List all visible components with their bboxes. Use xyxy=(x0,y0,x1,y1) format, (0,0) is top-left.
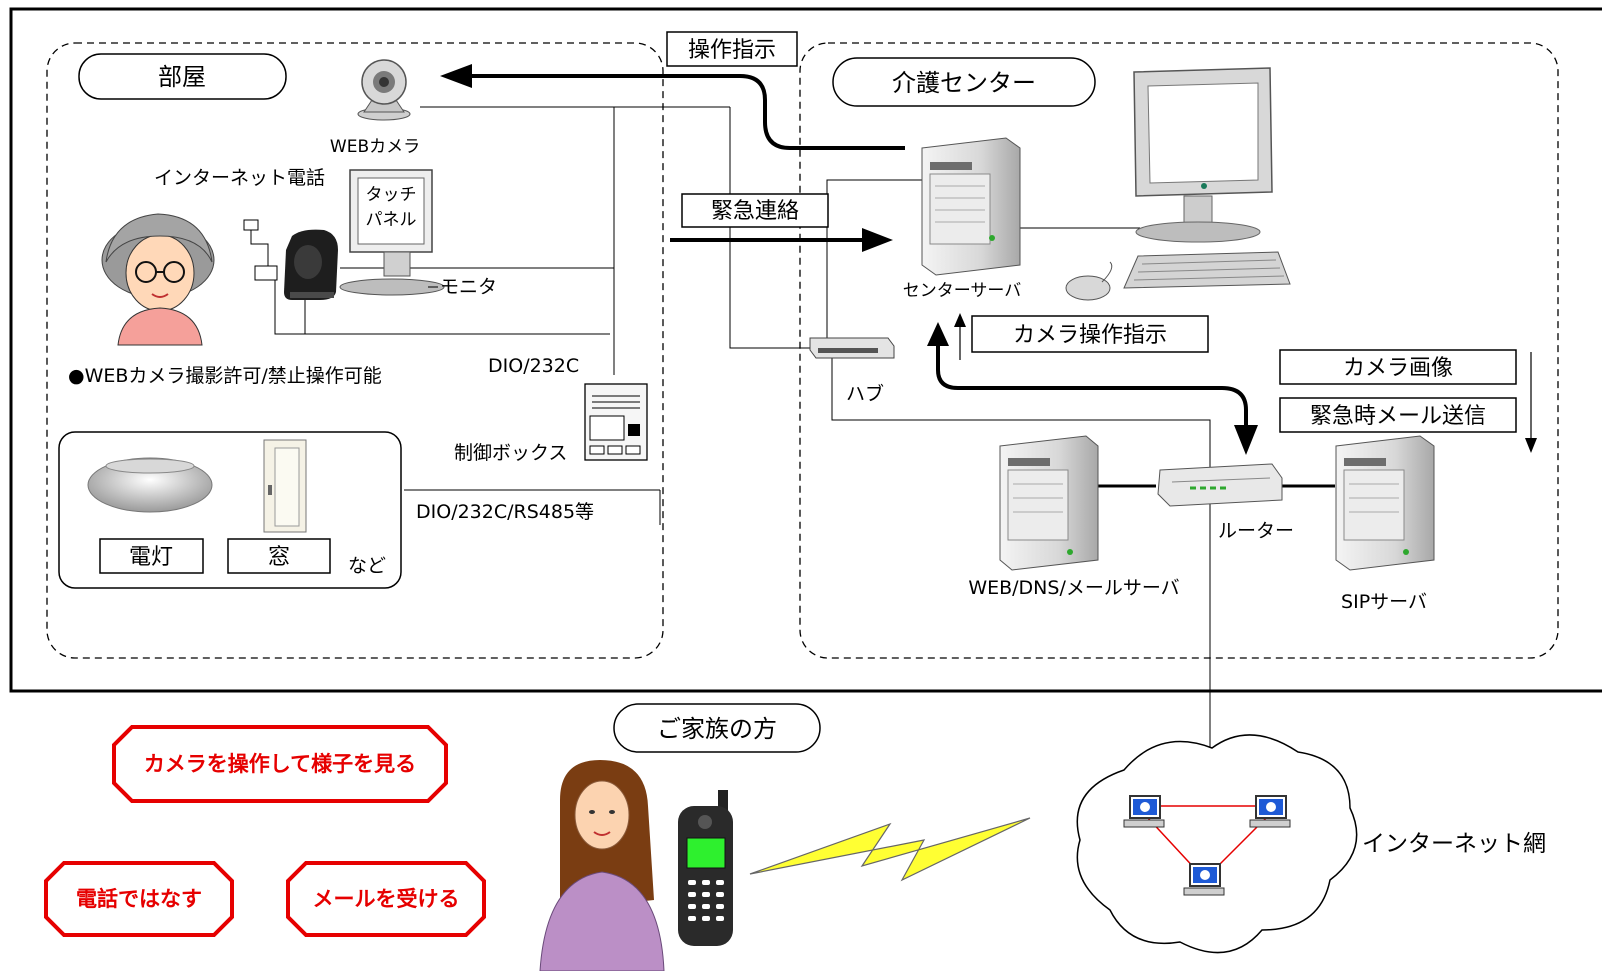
dio-232c-label: DIO/232C xyxy=(488,355,579,377)
view-camera-callout: カメラを操作して様子を見る xyxy=(112,725,448,803)
elderly-person-icon xyxy=(101,213,215,346)
family-person-icon xyxy=(539,760,665,971)
camera-operation-label: カメラ操作指示 xyxy=(1013,323,1167,348)
ceiling-light-icon xyxy=(87,457,213,513)
web-dns-mail-server-icon xyxy=(999,435,1099,571)
operation-instruction-box: 操作指示 xyxy=(666,31,798,67)
dio-bus-label: DIO/232C/RS485等 xyxy=(416,501,594,523)
router-icon xyxy=(1157,463,1283,507)
camera-image-label: カメラ画像 xyxy=(1343,356,1453,381)
emergency-contact-label: 緊急連絡 xyxy=(711,199,799,224)
control-box-icon xyxy=(584,383,648,461)
wireless-signal-icon xyxy=(749,817,1031,882)
network-pc-icon-3 xyxy=(1183,863,1225,896)
view-camera-text: カメラを操作して様子を見る xyxy=(144,752,416,776)
sip-server-icon xyxy=(1335,435,1435,571)
center-server-label: センターサーバ xyxy=(903,281,1022,301)
touch-panel-label-2: パネル xyxy=(366,210,417,230)
family-title-pill: ご家族の方 xyxy=(613,703,821,753)
operation-instruction-label: 操作指示 xyxy=(688,38,776,63)
room-area xyxy=(46,42,664,659)
room-title: 部屋 xyxy=(158,63,206,91)
emergency-mail-box: 緊急時メール送信 xyxy=(1279,397,1517,433)
etc-label: など xyxy=(348,555,386,577)
control-box-label: 制御ボックス xyxy=(454,442,567,464)
web-camera-label: WEBカメラ xyxy=(330,137,420,157)
room-title-pill: 部屋 xyxy=(78,53,287,100)
mail-text: メールを受ける xyxy=(313,887,460,911)
mail-callout: メールを受ける xyxy=(286,861,486,937)
mobile-phone-icon xyxy=(678,790,733,946)
web-camera-icon xyxy=(357,59,411,121)
internet-label: インターネット網 xyxy=(1362,831,1546,857)
light-label: 電灯 xyxy=(129,545,173,570)
emergency-mail-label: 緊急時メール送信 xyxy=(1310,404,1486,429)
router-label: ルーター xyxy=(1218,520,1294,542)
network-pc-icon-1 xyxy=(1123,795,1165,828)
mouse-icon xyxy=(1065,261,1113,301)
center-monitor-icon xyxy=(1133,67,1273,243)
keyboard-icon xyxy=(1123,251,1291,289)
camera-control-arrow xyxy=(936,338,1248,425)
center-title: 介護センター xyxy=(892,69,1036,97)
sip-server-label: SIPサーバ xyxy=(1341,591,1427,613)
operation-instruction-arrow xyxy=(470,74,905,150)
window-icon xyxy=(263,439,307,533)
phone-callout: 電話ではなす xyxy=(44,861,234,937)
web-dns-mail-server-label: WEB/DNS/メールサーバ xyxy=(968,577,1179,599)
touch-panel-monitor-icon xyxy=(339,169,445,296)
internet-phone-label: インターネット電話 xyxy=(154,167,325,189)
camera-permission-note: ●WEBカメラ撮影許可/禁止操作可能 xyxy=(68,365,382,387)
camera-image-box: カメラ画像 xyxy=(1279,349,1517,385)
center-title-pill: 介護センター xyxy=(832,57,1096,107)
phone-text: 電話ではなす xyxy=(76,887,202,911)
monitor-label: モニタ xyxy=(440,276,497,298)
family-title: ご家族の方 xyxy=(657,715,777,743)
center-server-icon xyxy=(921,137,1021,276)
camera-operation-box: カメラ操作指示 xyxy=(971,315,1209,353)
emergency-contact-box: 緊急連絡 xyxy=(681,193,829,228)
window-label: 窓 xyxy=(268,545,290,570)
phone-device-icon xyxy=(243,219,338,300)
network-pc-icon-2 xyxy=(1249,795,1291,828)
touch-panel-label-1: タッチ xyxy=(366,185,417,205)
care-center-area xyxy=(799,42,1559,659)
hub-icon xyxy=(809,337,895,359)
center-wiring xyxy=(826,179,1211,760)
system-frame xyxy=(9,7,1602,693)
hub-label: ハブ xyxy=(846,382,884,405)
internet-cloud xyxy=(1076,734,1358,954)
